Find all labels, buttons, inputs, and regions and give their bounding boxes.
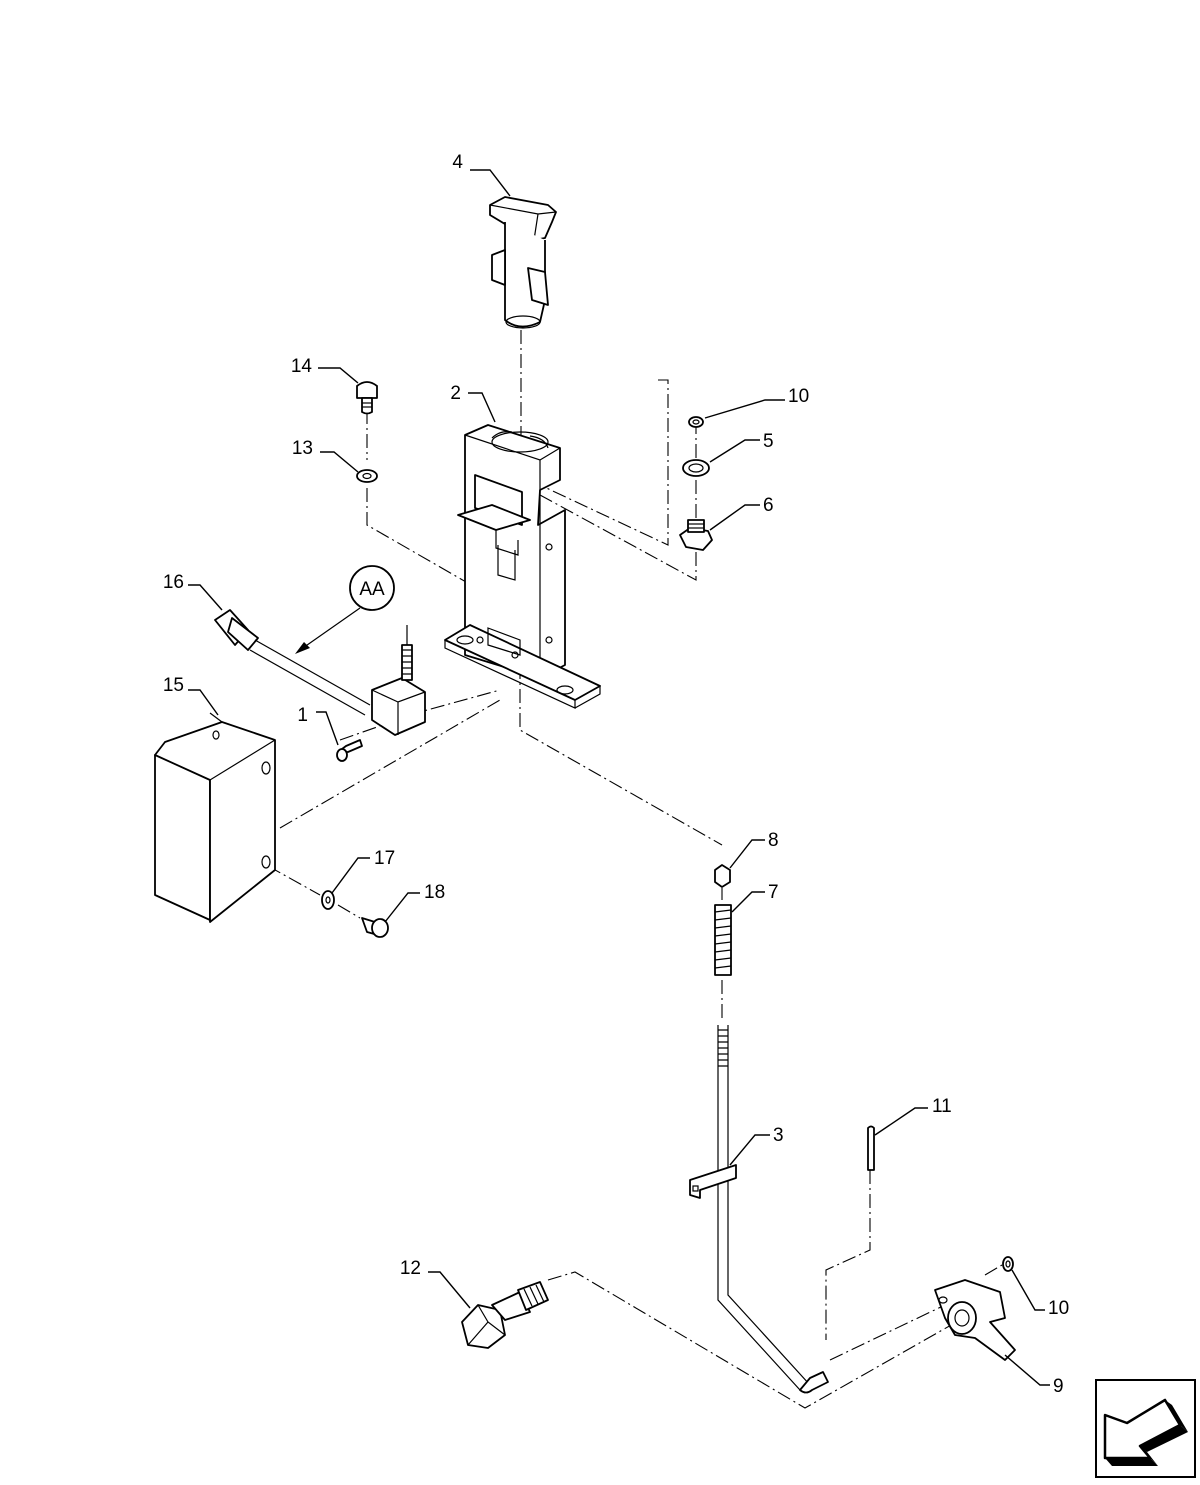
callout-5: 5 <box>763 431 774 452</box>
bracket-part <box>444 424 601 709</box>
callout-13: 13 <box>292 438 313 459</box>
callout-15: 15 <box>163 675 184 696</box>
washer-13-part <box>356 469 378 483</box>
callout-17: 17 <box>374 848 395 869</box>
screw-1-part <box>336 739 363 762</box>
callout-3: 3 <box>773 1125 784 1146</box>
washer-10-upper-part <box>688 416 704 428</box>
detail-marker-label: AA <box>359 579 385 600</box>
callout-9: 9 <box>1053 1376 1064 1397</box>
callout-16: 16 <box>163 572 184 593</box>
callout-4: 4 <box>452 152 463 173</box>
callout-numbers: 1 2 3 4 5 6 7 8 9 10 10 11 12 13 14 15 1… <box>163 152 1069 1397</box>
bolt-18-part <box>361 917 389 938</box>
pin-11-part <box>867 1125 875 1171</box>
rod-3-part <box>689 1025 829 1394</box>
callout-1: 1 <box>297 705 308 726</box>
washer-5-part <box>682 459 710 477</box>
callout-10-upper: 10 <box>788 386 809 407</box>
callout-18: 18 <box>424 882 445 903</box>
callout-7: 7 <box>768 882 779 903</box>
cover-15-part <box>154 712 276 923</box>
bolt-14-part <box>356 381 378 415</box>
callout-8: 8 <box>768 830 779 851</box>
callout-6: 6 <box>763 495 774 516</box>
spring-7-part <box>714 904 732 976</box>
callout-2: 2 <box>450 383 461 404</box>
lever-9-part <box>934 1279 1016 1361</box>
switch-harness-16-part <box>214 609 426 736</box>
washer-17-part <box>321 890 335 910</box>
callout-11: 11 <box>932 1096 952 1117</box>
detail-marker-aa: AA <box>295 565 395 654</box>
nut-6-part <box>679 519 713 551</box>
callout-leaders <box>188 169 1050 1386</box>
bolt-12-part <box>461 1281 549 1349</box>
t-handle-part <box>489 196 557 329</box>
callout-10-lower: 10 <box>1048 1298 1069 1319</box>
nut-8-part <box>714 864 731 888</box>
callout-12: 12 <box>400 1258 421 1279</box>
arrow-left-down-icon <box>1095 1379 1196 1478</box>
washer-10-lower-part <box>1002 1256 1014 1272</box>
assembly-lines <box>267 330 1003 1409</box>
callout-14: 14 <box>291 356 313 377</box>
